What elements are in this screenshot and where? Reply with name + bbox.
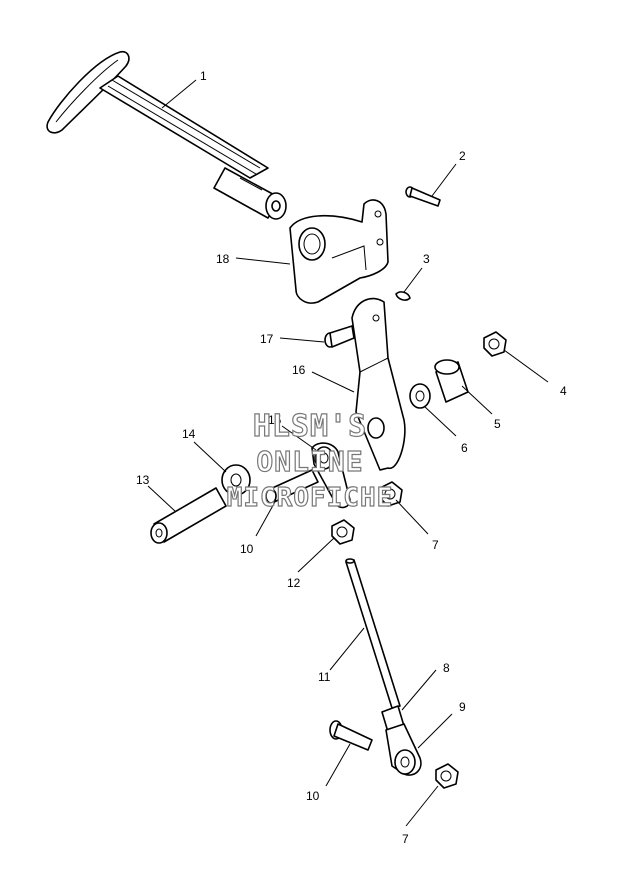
callout-labels: 1 2 3 4 5 6 7 7 8 9 10 10 11 12 13 14 15…	[136, 69, 567, 846]
leader-lines	[147, 79, 549, 827]
callout-1: 1	[200, 69, 207, 83]
callout-15: 15	[268, 413, 282, 427]
part-18-bracket	[289, 199, 389, 304]
part-1-shift-lever	[46, 50, 287, 220]
part-2-rivet	[405, 186, 441, 207]
part-15-lever-arm	[311, 442, 351, 509]
watermark-line-2: ONLINE	[256, 445, 363, 478]
part-4-nut	[483, 331, 507, 357]
callout-10-lower: 10	[306, 789, 320, 803]
part-9-rod-end	[385, 723, 422, 776]
callout-16: 16	[292, 363, 306, 377]
callout-7-upper: 7	[432, 538, 439, 552]
part-10-bolt-upper	[265, 469, 319, 504]
callout-12: 12	[287, 576, 301, 590]
watermark-line-1: HLSM'S	[253, 409, 367, 444]
callout-5: 5	[494, 417, 501, 431]
part-10-bolt-lower	[329, 720, 373, 751]
part-12-nut	[331, 519, 355, 545]
part-5-bushing	[434, 359, 469, 403]
part-11-shift-rod	[345, 558, 401, 709]
watermark: HLSM'S ONLINE MICROFICHE	[226, 408, 394, 513]
callout-17: 17	[260, 332, 274, 346]
callout-4: 4	[560, 384, 567, 398]
callout-2: 2	[459, 149, 466, 163]
watermark-line-3: MICROFICHE	[227, 483, 394, 513]
part-6-washer	[409, 383, 431, 409]
callout-13: 13	[136, 473, 150, 487]
part-16-pivot-bracket	[351, 297, 406, 471]
callout-3: 3	[423, 252, 430, 266]
callout-11: 11	[318, 670, 331, 684]
part-17-clevis-pin	[324, 325, 355, 348]
part-3-cotter-pin	[395, 291, 411, 301]
callout-18: 18	[216, 252, 230, 266]
callout-9: 9	[459, 700, 466, 714]
callout-7-lower: 7	[402, 832, 409, 846]
part-13-spacer-tube	[150, 487, 227, 544]
callout-14: 14	[182, 427, 196, 441]
callout-6: 6	[461, 441, 468, 455]
callout-8: 8	[443, 661, 450, 675]
callout-10-upper: 10	[240, 542, 254, 556]
part-14-washer	[221, 464, 251, 496]
part-7-nut-lower	[435, 763, 459, 789]
